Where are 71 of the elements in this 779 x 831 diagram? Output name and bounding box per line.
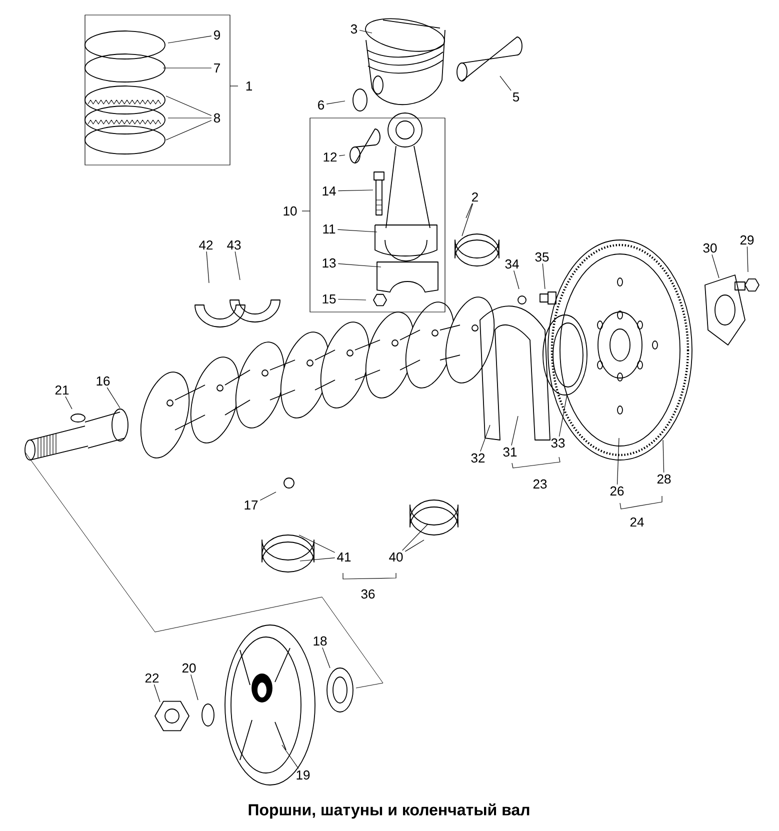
leader-line — [338, 263, 382, 268]
leader-line — [338, 154, 346, 156]
callout-number: 34 — [505, 259, 519, 269]
callout-number: 19 — [296, 770, 310, 780]
leader-line — [359, 30, 372, 34]
callout-number: 32 — [471, 453, 485, 463]
leader-line — [260, 492, 276, 501]
leader-line — [168, 36, 212, 44]
leader-line — [616, 438, 620, 485]
leader-line — [326, 100, 346, 104]
leader-line — [542, 263, 546, 290]
leader-line — [712, 254, 720, 278]
leader-line — [511, 416, 518, 446]
callout-number: 7 — [214, 64, 220, 72]
callout-number: 12 — [324, 152, 337, 162]
caption: Поршни, шатуны и коленчатый вал — [248, 803, 530, 819]
leader-line — [298, 534, 336, 553]
callout-number: 26 — [610, 486, 624, 496]
callout-number: 15 — [322, 294, 336, 304]
leader-line — [190, 674, 198, 700]
leader-line — [404, 540, 424, 552]
leader-line — [106, 387, 120, 408]
leader-line — [402, 524, 428, 551]
callout-number: 43 — [227, 240, 241, 250]
leader-line — [337, 229, 378, 232]
callout-number: 29 — [740, 235, 754, 245]
callout-number: 24 — [630, 517, 644, 527]
callout-number: 11 — [323, 224, 336, 234]
leader-line — [166, 120, 212, 140]
leader-line — [746, 246, 748, 272]
callout-number: 30 — [703, 243, 717, 253]
leader-line — [338, 298, 366, 300]
callout-number: 21 — [55, 385, 69, 395]
leader-line — [338, 190, 374, 192]
callout-number: 42 — [199, 240, 213, 250]
callout-number: 9 — [214, 30, 220, 40]
leader-line — [462, 203, 474, 236]
callout-number: 22 — [145, 673, 159, 683]
callout-number: 6 — [318, 100, 324, 110]
leader-line — [300, 558, 336, 562]
callout-number: 18 — [314, 636, 327, 646]
callout-number: 35 — [535, 252, 549, 262]
leader-line — [466, 203, 473, 218]
callout-number: 31 — [503, 447, 517, 457]
callout-number: 40 — [389, 552, 403, 562]
leader-line — [558, 394, 568, 437]
callout-number: 2 — [472, 192, 478, 202]
leader-line — [322, 647, 330, 668]
callout-number: 16 — [96, 376, 110, 386]
callout-number: 36 — [361, 589, 375, 599]
callout-number: 5 — [512, 92, 520, 102]
callout-number: 23 — [533, 479, 547, 489]
callout-number: 20 — [182, 663, 196, 673]
callout-number: 14 — [322, 186, 336, 196]
callout-number: 13 — [322, 258, 336, 268]
leader-line — [282, 744, 299, 769]
leader-line — [65, 396, 72, 410]
leader-line — [514, 270, 520, 290]
callout-number: 28 — [657, 474, 671, 484]
callout-number: 8 — [214, 113, 220, 123]
leader-line — [166, 96, 212, 116]
callout-number: 17 — [244, 500, 258, 510]
callout-number: 3 — [350, 24, 358, 34]
callout-number: 33 — [551, 438, 565, 448]
leader-line — [500, 76, 512, 91]
leader-line — [154, 684, 160, 702]
leader-line — [234, 251, 240, 280]
leader-line — [480, 424, 490, 452]
leader-line — [662, 440, 664, 473]
leader-line — [206, 251, 210, 284]
callout-number: 41 — [337, 552, 351, 562]
